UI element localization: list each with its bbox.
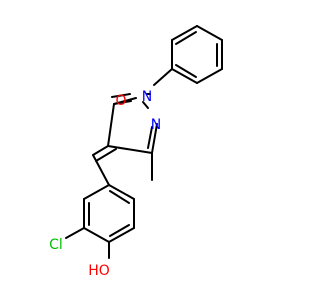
bond [147, 126, 153, 149]
bond [92, 145, 109, 156]
bond [171, 25, 198, 41]
bond [95, 148, 117, 162]
bond [108, 227, 135, 243]
atom-labels: O N N Cl HO [49, 89, 161, 279]
bond [171, 68, 198, 84]
imine-nitrogen-label: N [151, 117, 161, 133]
bond [83, 227, 110, 243]
phenyl-nitrogen-label: N [142, 89, 152, 105]
bond [142, 101, 149, 109]
bond [151, 123, 158, 154]
bonds [65, 25, 223, 259]
carbonyl-oxygen-label: O [115, 93, 126, 109]
molecule-structure: O N N Cl HO [49, 25, 223, 279]
hydroxyl-label: HO [88, 263, 110, 279]
bond [92, 154, 110, 186]
bond [113, 100, 132, 105]
bond [108, 184, 135, 200]
bond [109, 224, 130, 237]
bond [65, 227, 85, 239]
bond [111, 93, 131, 98]
bond [153, 68, 173, 86]
bond [107, 103, 115, 147]
chlorine-label: Cl [49, 237, 63, 253]
bond [175, 31, 197, 45]
bond [175, 64, 197, 78]
bond [196, 25, 223, 41]
bond [83, 184, 110, 200]
bond [196, 68, 223, 84]
bond [109, 190, 130, 204]
bond [107, 145, 153, 154]
